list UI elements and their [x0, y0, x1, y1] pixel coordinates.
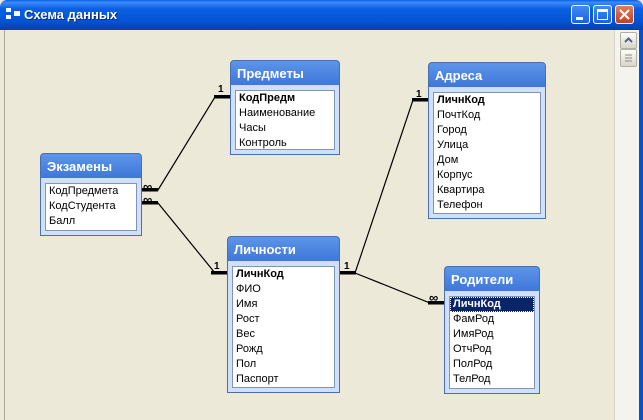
maximize-button[interactable]	[593, 5, 612, 24]
field-item[interactable]: Балл	[49, 215, 76, 227]
field-item[interactable]: Рожд	[236, 343, 263, 355]
field-item[interactable]: КодПредмета	[49, 185, 119, 197]
field-item[interactable]: Наименование	[239, 107, 316, 119]
field-list[interactable]: ЛичнКод ФИО Имя Рост Вес Рожд Пол Паспор…	[232, 266, 335, 388]
field-item[interactable]: ФИО	[236, 283, 261, 295]
table-title: Адреса	[435, 68, 483, 83]
field-list[interactable]: ЛичнКод ПочтКод Город Улица Дом Корпус К…	[433, 92, 541, 214]
field-list[interactable]: КодПредмета КодСтудента Балл	[45, 183, 137, 231]
field-item[interactable]: Дом	[437, 154, 459, 166]
relationships-icon	[6, 8, 20, 20]
relation-one-label: 1	[344, 261, 350, 272]
minimize-icon	[576, 17, 583, 20]
relation-one-label: 1	[416, 89, 422, 100]
minimize-button[interactable]	[571, 5, 590, 24]
field-item[interactable]: ИмяРод	[453, 328, 494, 340]
relation-line-lichnosti-adresa[interactable]	[340, 99, 427, 274]
scroll-thumb[interactable]	[620, 49, 637, 67]
field-item[interactable]: Имя	[236, 298, 258, 310]
close-button[interactable]	[615, 5, 634, 24]
field-item[interactable]: КодПредм	[239, 92, 296, 104]
window-frame	[639, 30, 643, 420]
relation-one-label: 1	[218, 84, 224, 95]
field-item[interactable]: Пол	[236, 358, 257, 370]
chevron-up-icon	[624, 37, 633, 43]
field-item[interactable]: Телефон	[437, 199, 483, 211]
field-item-selected[interactable]: ЛичнКод	[450, 297, 534, 312]
title-bar[interactable]: Схема данных	[0, 0, 643, 30]
field-item[interactable]: ПолРод	[453, 358, 493, 370]
field-list[interactable]: ЛичнКод ФамРод ИмяРод ОтчРод ПолРод ТелР…	[449, 296, 535, 389]
table-ekzameny[interactable]: Экзамены КодПредмета КодСтудента Балл	[40, 153, 142, 236]
field-item[interactable]: ЛичнКод	[236, 268, 284, 280]
field-item[interactable]: Часы	[239, 122, 266, 134]
maximize-icon	[597, 9, 608, 20]
field-item[interactable]: Улица	[437, 139, 469, 151]
relation-many-label: ∞	[143, 179, 153, 194]
field-item[interactable]: ЛичнКод	[437, 94, 485, 106]
relation-one-label: 1	[214, 261, 220, 272]
field-item[interactable]: Квартира	[437, 184, 485, 196]
field-item[interactable]: КодСтудента	[49, 200, 116, 212]
relation-many-label: ∞	[143, 192, 153, 207]
table-title: Личности	[234, 242, 296, 257]
table-adresa[interactable]: Адреса ЛичнКод ПочтКод Город Улица Дом К…	[428, 62, 546, 219]
field-list[interactable]: КодПредм Наименование Часы Контроль	[235, 90, 335, 150]
field-item[interactable]: Вес	[236, 328, 255, 340]
table-title: Экзамены	[47, 159, 113, 174]
grip-icon	[625, 54, 632, 62]
window-title: Схема данных	[24, 7, 118, 22]
field-item[interactable]: Корпус	[437, 169, 473, 181]
field-item[interactable]: Паспорт	[236, 373, 279, 385]
relation-line-ekzameny-predmety[interactable]	[142, 96, 230, 191]
table-title: Родители	[451, 272, 514, 287]
vertical-scrollbar[interactable]	[614, 30, 640, 420]
field-item[interactable]: ФамРод	[453, 313, 495, 325]
scroll-up-button[interactable]	[620, 32, 637, 49]
relation-many-label: ∞	[429, 290, 439, 305]
field-item[interactable]: Город	[437, 124, 467, 136]
table-lichnosti[interactable]: Личности ЛичнКод ФИО Имя Рост Вес Рожд П…	[227, 236, 340, 393]
field-item[interactable]: ТелРод	[453, 373, 491, 385]
field-item[interactable]: ПочтКод	[437, 109, 481, 121]
field-item[interactable]: Контроль	[239, 137, 287, 149]
table-title: Предметы	[237, 66, 304, 81]
field-item[interactable]: Рост	[236, 313, 260, 325]
field-item[interactable]: ОтчРод	[453, 343, 492, 355]
table-roditeli[interactable]: Родители ЛичнКод ФамРод ИмяРод ОтчРод По…	[444, 266, 540, 394]
close-icon	[619, 9, 630, 20]
table-predmety[interactable]: Предметы КодПредм Наименование Часы Конт…	[230, 60, 340, 155]
